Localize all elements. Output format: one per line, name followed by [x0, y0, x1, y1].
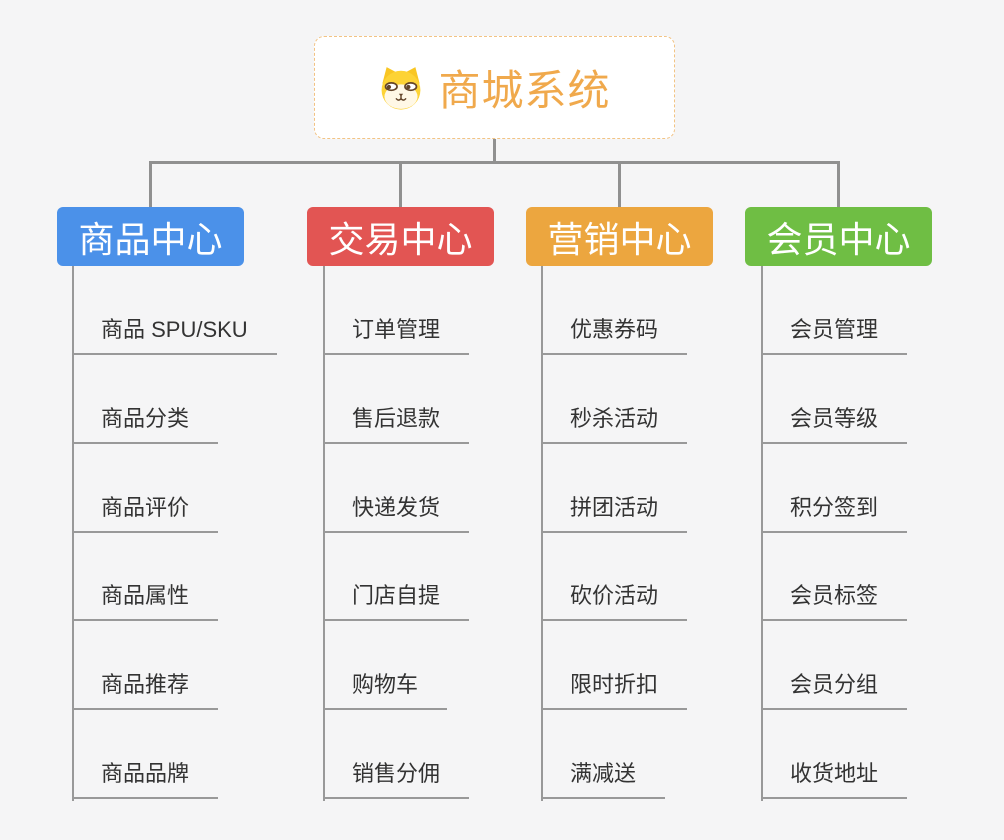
branch-node-trade-center[interactable]: 交易中心 — [307, 207, 494, 266]
root-node[interactable]: 商城系统 — [314, 36, 675, 139]
dog-face-icon — [382, 66, 421, 110]
connector-stub-marketing — [618, 161, 621, 208]
connector-root-stub — [493, 139, 496, 163]
connector-stub-product — [149, 161, 152, 208]
branch-node-marketing-center[interactable]: 营销中心 — [526, 207, 713, 266]
leaf-node[interactable]: 积分签到 — [761, 493, 908, 533]
connector-stub-trade — [399, 161, 402, 208]
leaf-node[interactable]: 销售分佣 — [323, 759, 470, 799]
leaf-node[interactable]: 限时折扣 — [541, 670, 688, 710]
leaf-node[interactable]: 商品推荐 — [72, 670, 219, 710]
connector-vline-member — [761, 266, 763, 801]
branch-node-product-center[interactable]: 商品中心 — [57, 207, 244, 266]
branch-node-label: 会员中心 — [766, 218, 911, 260]
root-node-label: 商城系统 — [438, 67, 611, 114]
leaf-node[interactable]: 购物车 — [323, 670, 448, 710]
leaf-node[interactable]: 商品 SPU/SKU — [72, 315, 277, 355]
connector-bus — [149, 161, 840, 164]
connector-vline-product — [72, 266, 74, 801]
leaf-node[interactable]: 快递发货 — [323, 493, 470, 533]
leaf-node[interactable]: 门店自提 — [323, 581, 470, 621]
leaf-node[interactable]: 会员管理 — [761, 315, 908, 355]
leaf-node[interactable]: 满减送 — [541, 759, 666, 799]
leaf-node[interactable]: 售后退款 — [323, 404, 470, 444]
branch-node-label: 交易中心 — [328, 218, 473, 260]
leaf-node[interactable]: 商品分类 — [72, 404, 219, 444]
leaf-node[interactable]: 会员标签 — [761, 581, 908, 621]
leaf-node[interactable]: 优惠券码 — [541, 315, 688, 355]
connector-stub-member — [837, 161, 840, 208]
branch-node-label: 商品中心 — [78, 218, 223, 260]
leaf-node[interactable]: 会员等级 — [761, 404, 908, 444]
connector-vline-marketing — [541, 266, 543, 801]
connector-vline-trade — [323, 266, 325, 801]
leaf-node[interactable]: 收货地址 — [761, 759, 908, 799]
leaf-node[interactable]: 砍价活动 — [541, 581, 688, 621]
leaf-node[interactable]: 商品品牌 — [72, 759, 219, 799]
leaf-node[interactable]: 会员分组 — [761, 670, 908, 710]
leaf-node[interactable]: 秒杀活动 — [541, 404, 688, 444]
leaf-node[interactable]: 拼团活动 — [541, 493, 688, 533]
branch-node-member-center[interactable]: 会员中心 — [745, 207, 932, 266]
leaf-node[interactable]: 商品属性 — [72, 581, 219, 621]
leaf-node[interactable]: 商品评价 — [72, 493, 219, 533]
leaf-node[interactable]: 订单管理 — [323, 315, 470, 355]
branch-node-label: 营销中心 — [547, 218, 692, 260]
